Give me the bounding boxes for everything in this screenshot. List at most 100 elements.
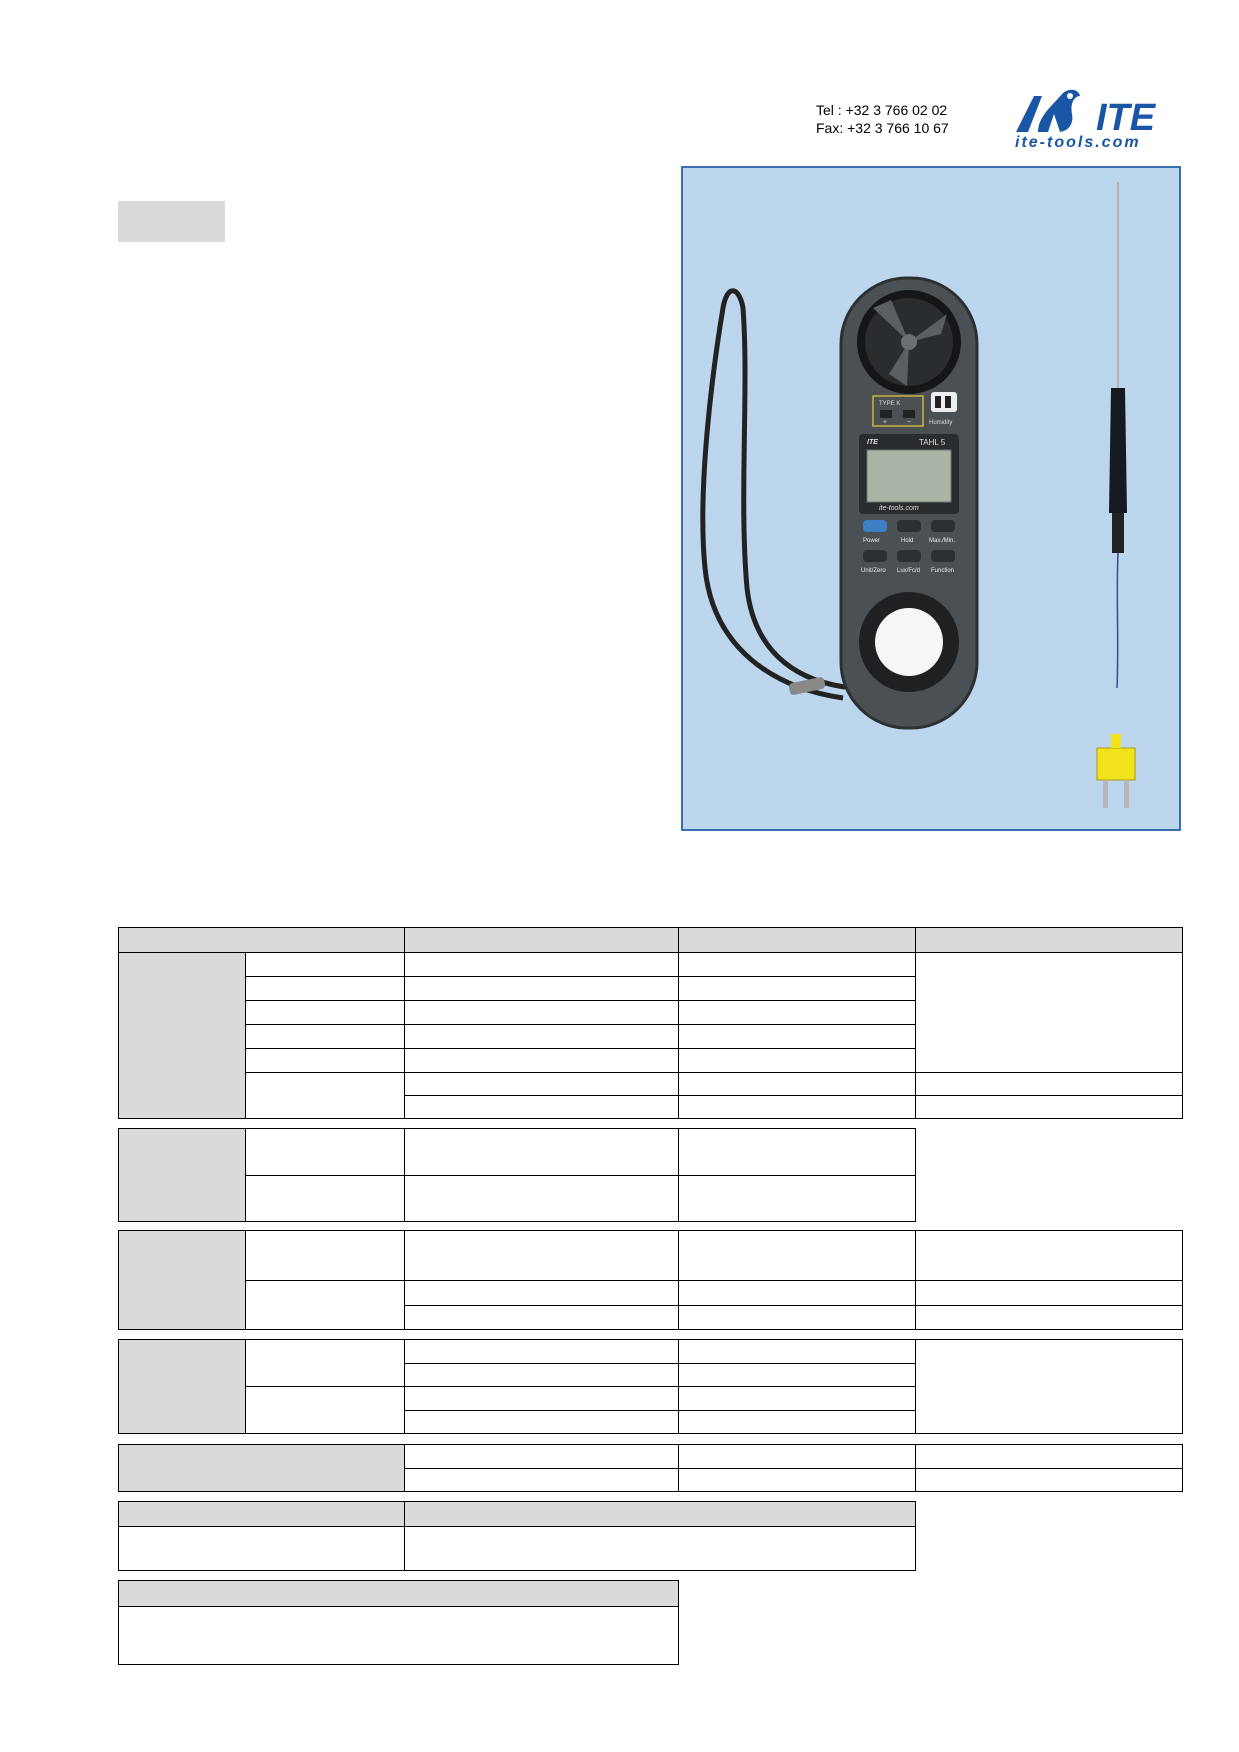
spec-table-header-and-section-1 xyxy=(118,927,1183,1119)
ite-logo-icon: ITE xyxy=(1016,89,1157,139)
table-row xyxy=(119,1024,1183,1049)
table-cell xyxy=(678,1000,916,1025)
table-cell xyxy=(245,1386,405,1434)
svg-text:Hold: Hold xyxy=(901,538,913,544)
header-cell xyxy=(118,927,405,953)
svg-text:Function: Function xyxy=(931,568,954,574)
probe-handle xyxy=(1109,388,1127,513)
light-sensor-dome xyxy=(875,608,943,676)
table-cell xyxy=(404,976,679,1001)
table-header-row xyxy=(118,1580,679,1607)
table-cell xyxy=(118,1606,679,1665)
table-cell xyxy=(404,1444,679,1469)
table-cell xyxy=(404,952,679,977)
unitzero-button xyxy=(863,550,887,562)
table-row xyxy=(118,1526,916,1571)
table-cell xyxy=(915,1305,1183,1330)
lanyard-strap xyxy=(700,288,854,701)
table-cell xyxy=(404,1363,679,1387)
table-cell xyxy=(678,1280,916,1306)
table-row xyxy=(119,1048,1183,1073)
product-photo: TYPE K + − Humidity ITE TAHL 5 ite-tools… xyxy=(681,166,1181,831)
table-cell xyxy=(678,1305,916,1330)
table-cell xyxy=(404,1048,679,1073)
table-cell xyxy=(404,1095,679,1119)
table-row xyxy=(118,1339,1183,1434)
table-cell xyxy=(245,1339,405,1387)
table-row xyxy=(119,1468,1183,1492)
svg-text:TAHL 5: TAHL 5 xyxy=(919,438,946,447)
section-label-cell xyxy=(118,1128,246,1222)
section-label-cell xyxy=(118,952,246,1119)
table-cell xyxy=(678,1128,916,1176)
table-cell xyxy=(678,1386,916,1411)
table-cell xyxy=(678,1048,916,1073)
spec-table-section-5 xyxy=(118,1444,1183,1492)
table-cell xyxy=(915,1280,1183,1306)
table-cell xyxy=(404,1024,679,1049)
section-label-cell xyxy=(118,1444,405,1492)
header-cell xyxy=(678,927,916,953)
table-cell xyxy=(678,1339,916,1364)
table-cell xyxy=(245,1128,405,1176)
table-row xyxy=(118,1128,916,1222)
table-cell xyxy=(915,1072,1183,1096)
table-cell xyxy=(678,1230,916,1281)
spec-table-section-2 xyxy=(118,1128,916,1222)
power-button xyxy=(863,520,887,532)
table-cell xyxy=(404,1280,679,1306)
lcd-screen xyxy=(866,449,952,503)
phone-number: Tel : +32 3 766 02 02 xyxy=(816,102,948,118)
hold-button xyxy=(897,520,921,532)
table-cell xyxy=(245,1230,405,1281)
table-cell xyxy=(245,1280,405,1330)
spec-table-section-7 xyxy=(118,1580,679,1665)
table-cell xyxy=(245,1000,405,1025)
table-row xyxy=(118,952,1183,1119)
gray-label-block xyxy=(118,201,225,242)
table-row xyxy=(118,1606,679,1665)
multimeter-illustration: TYPE K + − Humidity ITE TAHL 5 ite-tools… xyxy=(700,182,1136,808)
header-cell xyxy=(404,927,679,953)
table-cell xyxy=(245,952,405,977)
table-cell xyxy=(404,1128,679,1176)
header-cell xyxy=(118,1580,679,1607)
table-cell xyxy=(404,1230,679,1281)
svg-text:Humidity: Humidity xyxy=(929,420,952,426)
table-row xyxy=(119,1072,1183,1119)
table-cell xyxy=(678,1175,916,1222)
section-label-cell xyxy=(118,1339,246,1434)
table-row xyxy=(119,1363,1183,1387)
section-label-cell xyxy=(118,1230,246,1330)
svg-text:Power: Power xyxy=(863,538,880,544)
fax-number: Fax: +32 3 766 10 67 xyxy=(816,120,949,136)
type-k-socket xyxy=(872,395,924,427)
table-row xyxy=(119,1386,1183,1434)
table-cell xyxy=(678,976,916,1001)
lanyard-clip xyxy=(788,677,826,695)
svg-text:Max./Min.: Max./Min. xyxy=(929,538,955,544)
table-cell xyxy=(118,1526,405,1571)
svg-text:ite-tools.com: ite-tools.com xyxy=(879,505,919,512)
svg-text:−: − xyxy=(907,419,911,426)
table-cell xyxy=(245,1072,405,1119)
table-cell xyxy=(245,976,405,1001)
table-cell xyxy=(678,1363,916,1387)
table-cell xyxy=(915,1095,1183,1119)
table-cell xyxy=(404,1386,679,1411)
table-cell xyxy=(404,1410,679,1434)
table-cell xyxy=(678,952,916,977)
table-cell xyxy=(915,1444,1183,1469)
table-cell xyxy=(915,952,1183,1073)
table-cell xyxy=(678,1468,916,1492)
table-cell xyxy=(678,1024,916,1049)
svg-text:+: + xyxy=(883,419,887,426)
table-cell xyxy=(915,1339,1183,1434)
table-cell xyxy=(915,1230,1183,1281)
table-cell xyxy=(404,1526,916,1571)
header-cell xyxy=(404,1501,916,1527)
table-cell xyxy=(404,1305,679,1330)
table-row xyxy=(119,1095,1183,1119)
table-cell xyxy=(915,1468,1183,1492)
table-cell xyxy=(678,1444,916,1469)
